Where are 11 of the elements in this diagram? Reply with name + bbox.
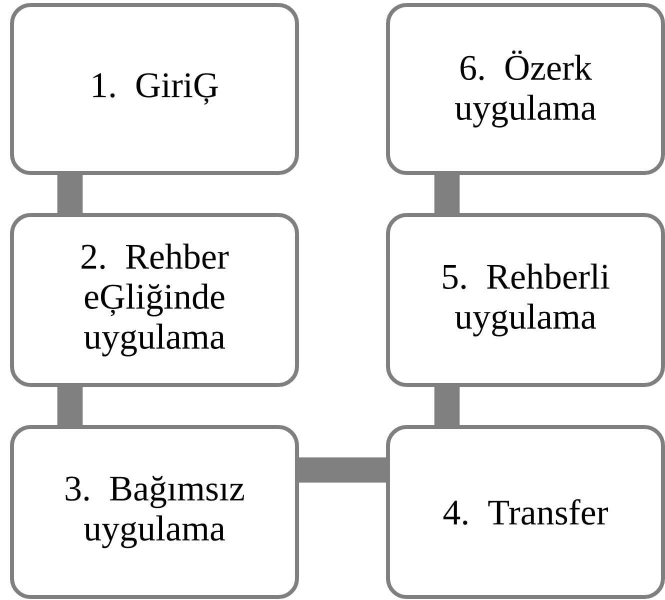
- connector-bar: [57, 387, 83, 425]
- connector-bar: [434, 387, 460, 425]
- connector-bar: [57, 175, 83, 213]
- connector-bar: [434, 175, 460, 213]
- step-box: 6. Özerk uygulama: [386, 3, 665, 175]
- connector-bar: [299, 457, 386, 483]
- step-box: 5. Rehberli uygulama: [386, 213, 665, 387]
- step-box: 1. GiriĢ: [10, 3, 299, 175]
- step-box: 2. Rehber eĢliğinde uygulama: [10, 213, 299, 387]
- step-box: 4. Transfer: [386, 425, 665, 599]
- step-box: 3. Bağımsız uygulama: [10, 425, 299, 599]
